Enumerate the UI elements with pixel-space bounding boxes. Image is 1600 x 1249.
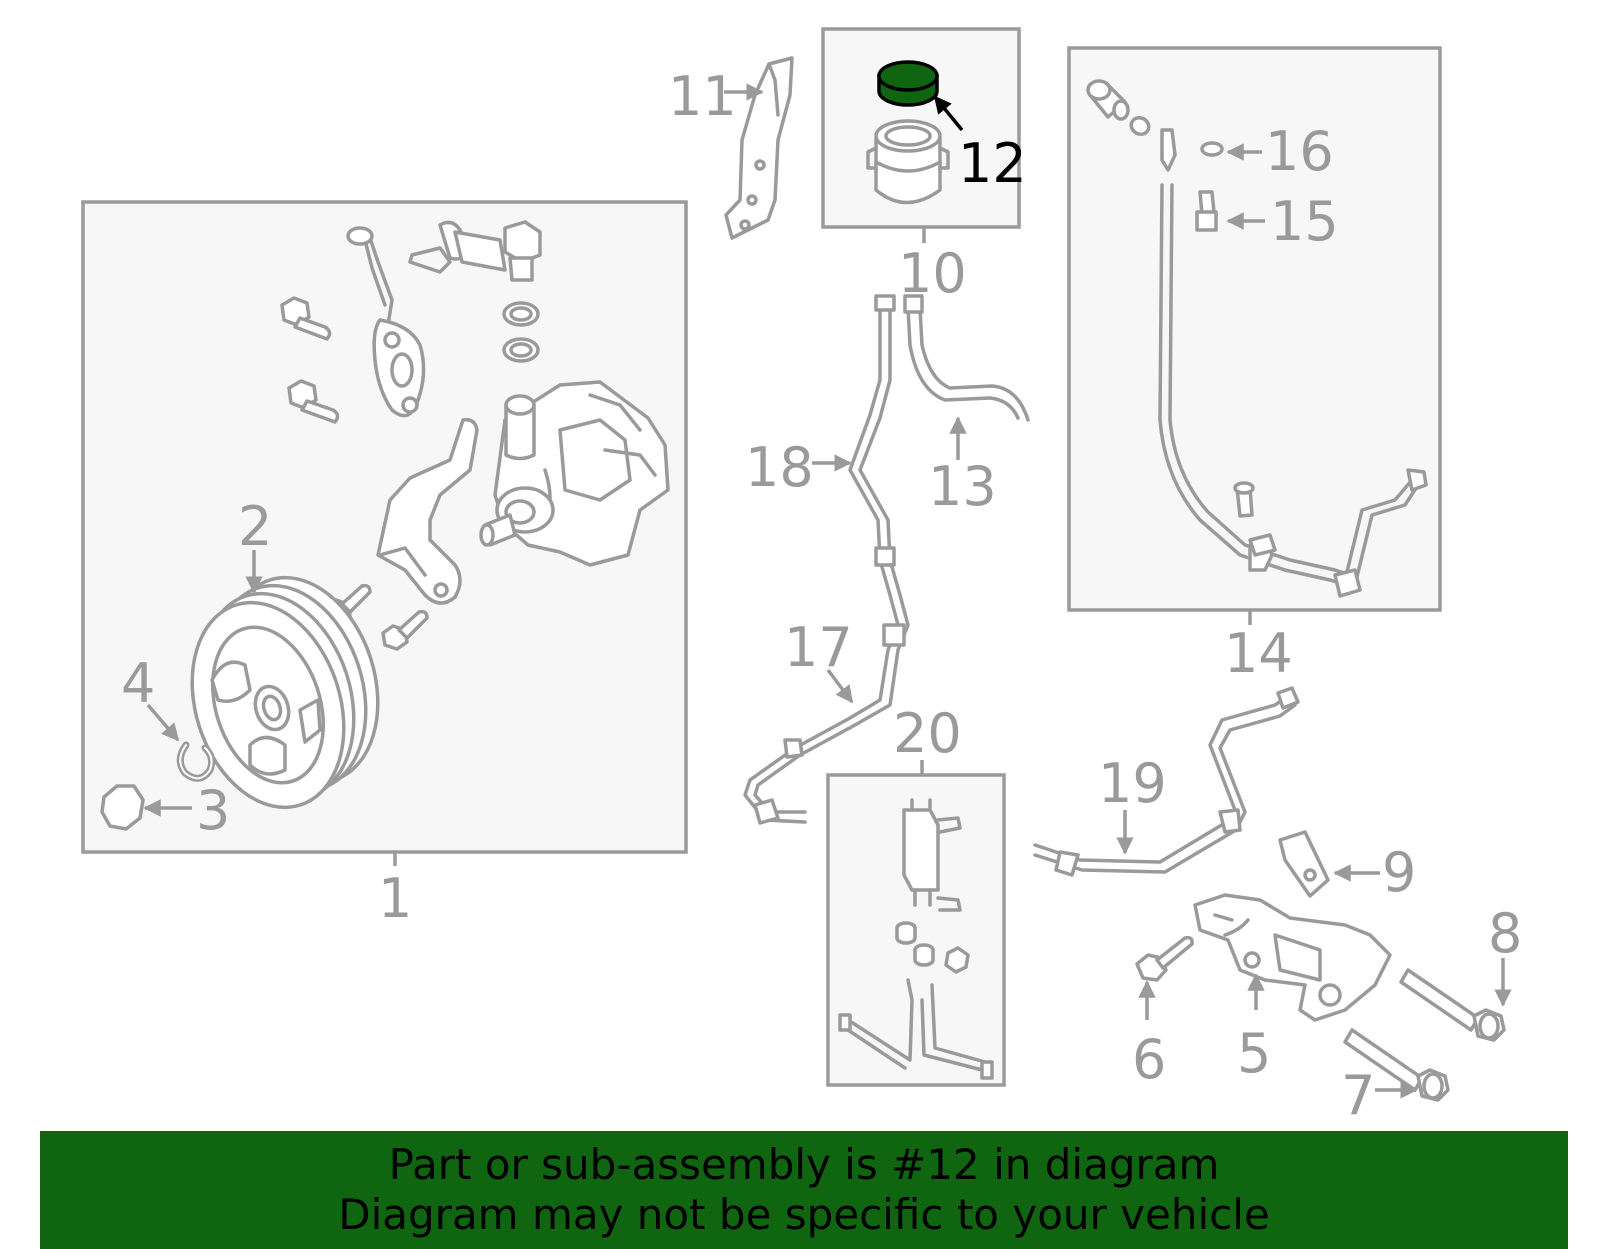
- bolt-part-6: [1135, 935, 1194, 982]
- bolt-part: [280, 296, 332, 341]
- callout-1[interactable]: 1: [378, 867, 412, 930]
- reservoir-cap-part-12: [877, 60, 939, 107]
- info-banner: Part or sub-assembly is #12 in diagram D…: [40, 1131, 1568, 1249]
- suction-hose-part-13: [903, 294, 1030, 422]
- pump-bracket-part: [376, 417, 479, 605]
- callout-4[interactable]: 4: [121, 652, 155, 715]
- reservoir-body-part: [866, 119, 950, 205]
- return-pipe-part-18-17: [743, 294, 910, 825]
- callout-5[interactable]: 5: [1237, 1022, 1271, 1085]
- callout-labels: 1 2 3 4 5 6 7 8 9 10 11 12 13 14 15 16 1…: [121, 65, 1522, 1127]
- callout-6[interactable]: 6: [1132, 1028, 1166, 1091]
- outlet-fitting-part: [408, 220, 542, 363]
- bolt-part: [287, 379, 340, 424]
- pipe-part-19: [1033, 686, 1300, 877]
- callout-8[interactable]: 8: [1488, 902, 1522, 965]
- banner-line-1: Part or sub-assembly is #12 in diagram: [388, 1140, 1220, 1189]
- callout-15[interactable]: 15: [1270, 190, 1339, 253]
- pressure-hose-box: [1067, 46, 1442, 625]
- banner-line-2: Diagram may not be specific to your vehi…: [338, 1190, 1270, 1239]
- bolt-part: [381, 609, 429, 651]
- callout-20[interactable]: 20: [893, 702, 962, 765]
- callout-16[interactable]: 16: [1265, 120, 1334, 183]
- callout-11[interactable]: 11: [668, 65, 737, 128]
- snap-ring-part: [176, 741, 216, 782]
- bolt-part-7: [1343, 1028, 1450, 1102]
- leader-lines: [143, 83, 1512, 1099]
- pulley-part: [190, 575, 380, 810]
- pressure-hose-part: [1086, 79, 1428, 598]
- cooler-part: [838, 798, 994, 1080]
- callout-18[interactable]: 18: [745, 436, 814, 499]
- bracket-part-11: [724, 56, 794, 240]
- callout-17[interactable]: 17: [784, 616, 853, 679]
- callout-7[interactable]: 7: [1341, 1064, 1375, 1127]
- nut-part: [100, 784, 145, 831]
- bolt-part-8: [1399, 968, 1506, 1042]
- mount-bracket-part-5: [1193, 893, 1392, 1022]
- pump-body-part: [479, 380, 670, 567]
- callout-14[interactable]: 14: [1224, 622, 1293, 685]
- callout-3[interactable]: 3: [196, 779, 230, 842]
- inlet-pipe-part: [346, 226, 426, 418]
- callout-12[interactable]: 12: [958, 132, 1027, 195]
- callout-2[interactable]: 2: [238, 495, 272, 558]
- callout-19[interactable]: 19: [1098, 752, 1167, 815]
- callout-13[interactable]: 13: [928, 455, 997, 518]
- callout-10[interactable]: 10: [898, 242, 967, 305]
- clip-part-9: [1278, 830, 1330, 898]
- callout-9[interactable]: 9: [1382, 841, 1416, 904]
